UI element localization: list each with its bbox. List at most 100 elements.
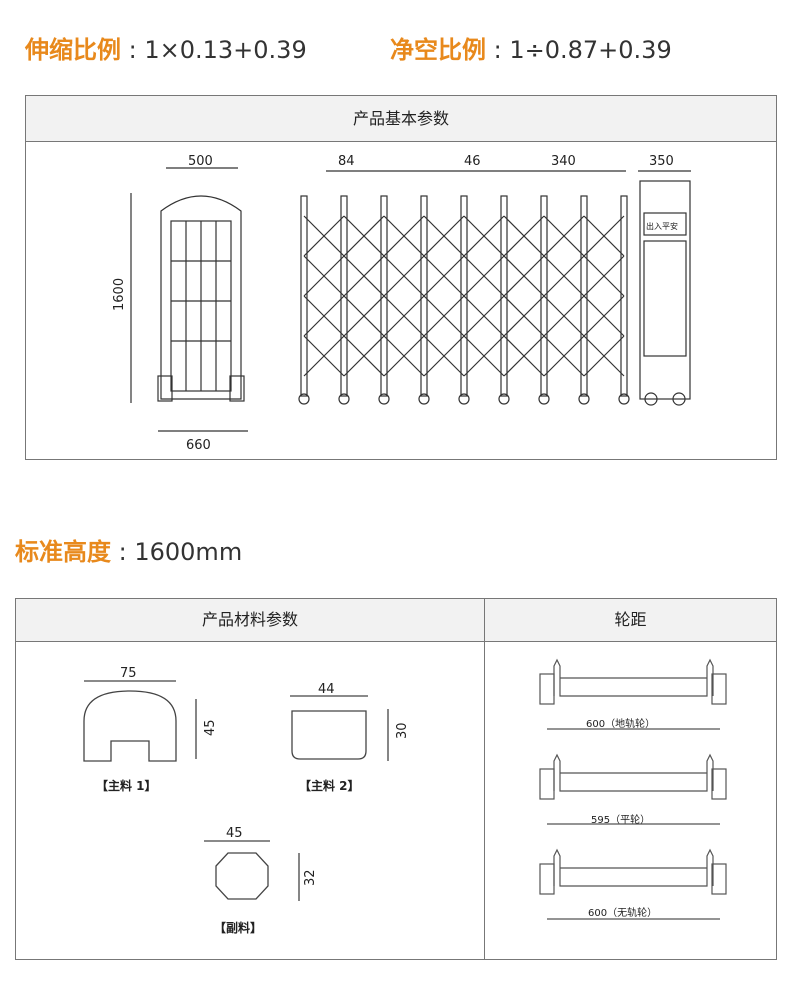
lattice-bar bbox=[343, 215, 385, 257]
axle bbox=[553, 848, 714, 887]
material-1-height: 45 bbox=[203, 719, 218, 736]
lattice-bar bbox=[503, 335, 545, 377]
basic-params-title: 产品基本参数 bbox=[26, 96, 776, 142]
wheelbase-3-label: 600（无轨轮） bbox=[588, 908, 658, 919]
wheel-icon bbox=[711, 768, 727, 800]
gate-post bbox=[460, 195, 468, 397]
material-3-label: 【副料】 bbox=[214, 921, 263, 935]
material-2-profile bbox=[291, 710, 367, 760]
lattice-bar bbox=[503, 255, 545, 297]
extend-ratio-label: 伸缩比例 bbox=[25, 36, 121, 64]
material-drawings: 75 45 44 30 45 32 bbox=[83, 666, 410, 901]
axle bbox=[553, 753, 714, 792]
wheelbase-title: 轮距 bbox=[485, 599, 776, 642]
material-3-profile bbox=[215, 852, 269, 900]
dim-pitch: 84 bbox=[338, 154, 355, 169]
material-1-profile bbox=[83, 690, 177, 762]
lattice-bar bbox=[423, 255, 465, 297]
lattice-bar bbox=[503, 295, 545, 337]
lattice-bar bbox=[463, 295, 505, 337]
lattice-bar bbox=[423, 335, 465, 377]
dim-width-bottom: 660 bbox=[186, 438, 211, 453]
lattice-bar bbox=[383, 255, 425, 297]
side-view: 500 1600 660 bbox=[112, 154, 248, 453]
lattice-bar bbox=[543, 335, 585, 377]
lattice-bar bbox=[463, 215, 505, 257]
dim-gap: 46 bbox=[464, 154, 481, 169]
lattice-bar bbox=[543, 255, 585, 297]
wheelbase-1-label: 600（地轨轮） bbox=[586, 719, 656, 730]
lattice-bar bbox=[463, 255, 505, 297]
wheel-icon bbox=[711, 863, 727, 895]
material-params-title: 产品材料参数 bbox=[16, 599, 485, 642]
lattice-bar bbox=[583, 295, 625, 337]
lattice-bar bbox=[583, 335, 625, 377]
lattice-bar bbox=[303, 335, 345, 377]
lattice-bar bbox=[343, 255, 385, 297]
basic-params-panel: 产品基本参数 500 1600 660 84 46 340 350 出入平安 bbox=[25, 95, 777, 460]
wheelbase-drawings bbox=[539, 658, 727, 920]
material-2-label: 【主料 2】 bbox=[299, 779, 360, 793]
clear-ratio-label: 净空比例 bbox=[390, 36, 486, 64]
axle bbox=[553, 658, 714, 697]
lattice-bar bbox=[383, 295, 425, 337]
lattice-bar bbox=[543, 215, 585, 257]
standard-height-value: : 1600mm bbox=[118, 538, 243, 566]
lattice-bar bbox=[503, 215, 545, 257]
wheel-icon bbox=[539, 673, 555, 705]
dim-box: 350 bbox=[649, 154, 674, 169]
standard-height: 标准高度 : 1600mm bbox=[15, 532, 242, 567]
gate-wheel bbox=[338, 393, 350, 405]
lattice-bar bbox=[343, 335, 385, 377]
gate-post bbox=[500, 195, 508, 397]
lattice-bar bbox=[583, 255, 625, 297]
lattice-bar bbox=[303, 255, 345, 297]
gate-wheel bbox=[618, 393, 630, 405]
lattice-bar bbox=[383, 335, 425, 377]
gate-front-view bbox=[298, 195, 630, 405]
lattice-bar bbox=[303, 215, 345, 257]
gate-post bbox=[420, 195, 428, 397]
divider bbox=[484, 599, 485, 959]
gate-post bbox=[300, 195, 308, 397]
dim-unit: 340 bbox=[551, 154, 576, 169]
gate-post bbox=[580, 195, 588, 397]
gate-wheel bbox=[298, 393, 310, 405]
material-1-width: 75 bbox=[120, 666, 137, 681]
gate-post bbox=[380, 195, 388, 397]
extend-ratio-value: : 1×0.13+0.39 bbox=[128, 36, 307, 64]
extend-ratio: 伸缩比例 : 1×0.13+0.39 bbox=[25, 30, 307, 65]
material-panel: 产品材料参数 轮距 75 45 44 30 45 32 【主料 1】 【主料 2… bbox=[15, 598, 777, 960]
material-1-label: 【主料 1】 bbox=[96, 779, 157, 793]
gate-wheel bbox=[498, 393, 510, 405]
gate-drawing: 500 1600 660 84 46 340 350 出入平安 bbox=[112, 154, 691, 453]
material-3-width: 45 bbox=[226, 826, 243, 841]
lattice-bar bbox=[463, 335, 505, 377]
lattice-bar bbox=[343, 295, 385, 337]
material-3-height: 32 bbox=[303, 869, 318, 886]
gate-post bbox=[540, 195, 548, 397]
wheel-icon bbox=[539, 863, 555, 895]
wheel-icon bbox=[539, 768, 555, 800]
gate-wheel bbox=[418, 393, 430, 405]
control-box: 350 出入平安 bbox=[638, 154, 691, 406]
material-2-width: 44 bbox=[318, 682, 335, 697]
clear-ratio-value: : 1÷0.87+0.39 bbox=[493, 36, 672, 64]
lattice-bar bbox=[543, 295, 585, 337]
lattice-bar bbox=[583, 215, 625, 257]
material-2-height: 30 bbox=[395, 722, 410, 739]
lattice-bar bbox=[383, 215, 425, 257]
lattice-bar bbox=[303, 295, 345, 337]
lattice-bar bbox=[423, 295, 465, 337]
control-box-sign: 出入平安 bbox=[646, 221, 678, 231]
gate-post bbox=[620, 195, 628, 397]
dim-width-top: 500 bbox=[188, 154, 213, 169]
wheel-icon bbox=[711, 673, 727, 705]
standard-height-label: 标准高度 bbox=[15, 538, 111, 566]
gate-wheel bbox=[578, 393, 590, 405]
dim-height: 1600 bbox=[112, 278, 127, 311]
lattice-bar bbox=[423, 215, 465, 257]
gate-wheel bbox=[458, 393, 470, 405]
gate-post bbox=[340, 195, 348, 397]
